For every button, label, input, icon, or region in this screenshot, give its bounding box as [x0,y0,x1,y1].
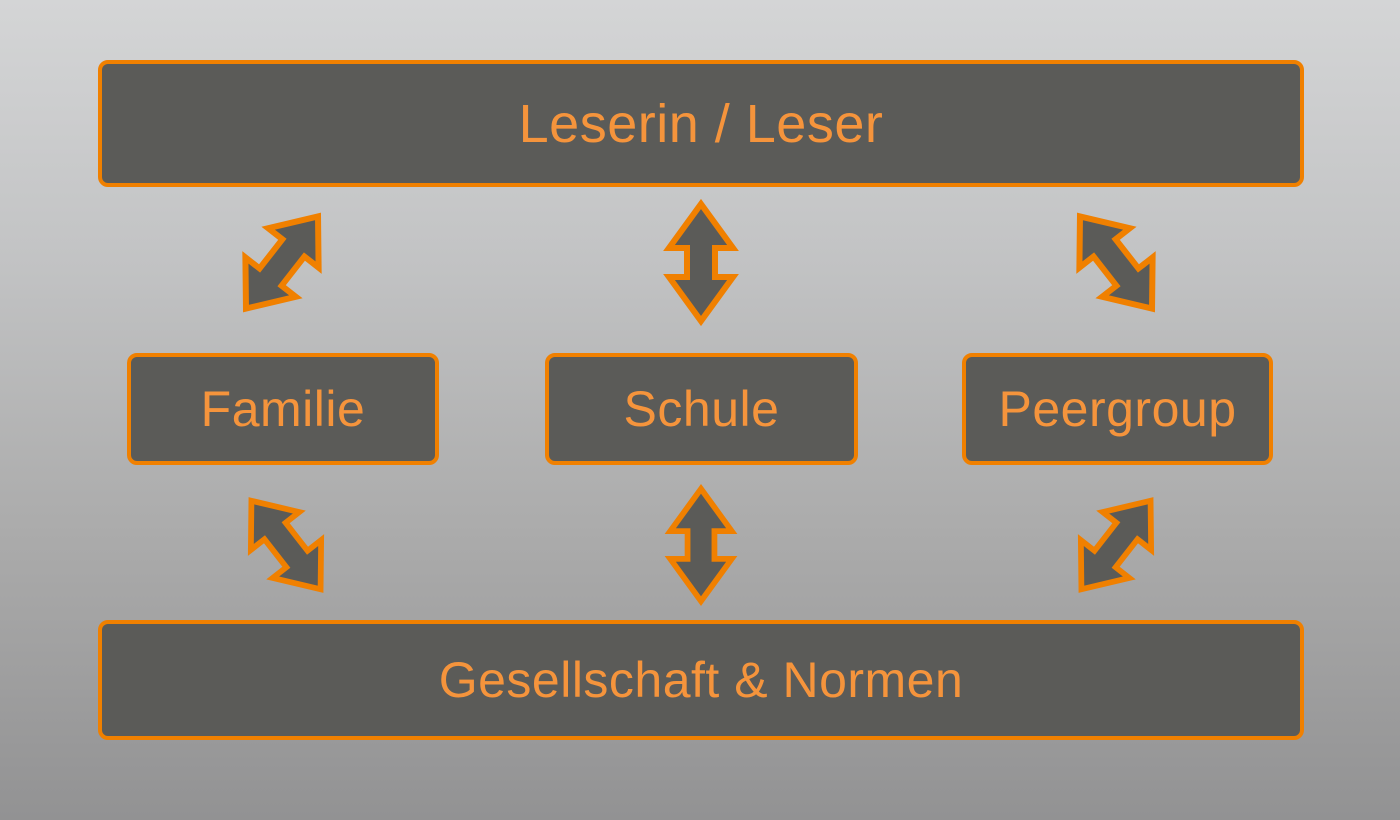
double-arrow-diagonal-up-right-icon [1062,485,1170,605]
node-peergroup[interactable]: Peergroup [962,353,1273,465]
double-arrow-vertical-icon [655,198,747,327]
node-familie[interactable]: Familie [127,353,439,465]
node-label-schule: Schule [623,381,780,437]
node-label-familie: Familie [200,381,366,437]
double-arrow-diagonal-up-left-icon [1062,200,1170,325]
node-label-gesellschaft-normen: Gesellschaft & Normen [438,652,964,708]
node-leserin-leser[interactable]: Leserin / Leser [98,60,1304,187]
node-gesellschaft-normen[interactable]: Gesellschaft & Normen [98,620,1304,740]
double-arrow-diagonal-up-left-icon [232,485,340,605]
node-schule[interactable]: Schule [545,353,858,465]
double-arrow-diagonal-up-right-icon [228,200,336,325]
node-label-peergroup: Peergroup [998,381,1237,437]
node-label-leserin-leser: Leserin / Leser [518,93,884,154]
double-arrow-vertical-icon [655,483,747,607]
